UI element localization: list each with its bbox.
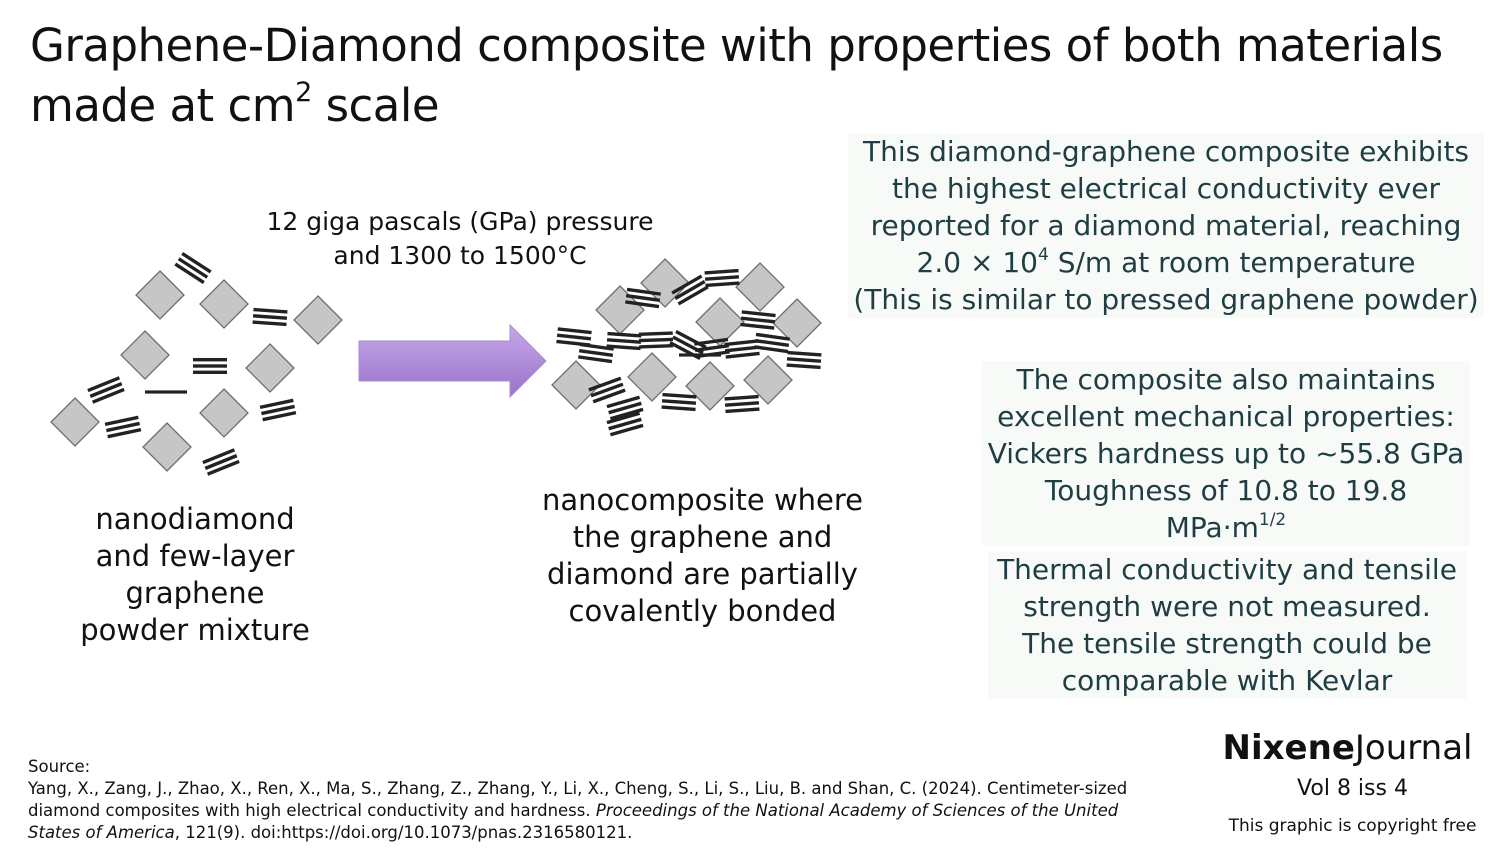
diamond-icon bbox=[199, 388, 249, 438]
conductivity-exponent: 4 bbox=[1037, 244, 1049, 265]
mid-caption-line: the graphene and bbox=[572, 520, 833, 554]
brand-regular: Journal bbox=[1354, 728, 1473, 768]
source-doi: , 121(9). doi:https://doi.org/10.1073/pn… bbox=[174, 823, 633, 842]
left-caption-line: and few-layer bbox=[95, 539, 295, 573]
diamond-icon bbox=[120, 330, 170, 380]
graphene-sheet-icon bbox=[145, 390, 187, 394]
graphene-layers-icon bbox=[252, 307, 288, 327]
left-caption-line: graphene bbox=[125, 576, 265, 610]
title-superscript: 2 bbox=[295, 77, 312, 108]
copyright-note: This graphic is copyright free bbox=[1228, 816, 1477, 836]
thermal-line: Thermal conductivity and tensile bbox=[997, 553, 1457, 586]
mechanical-info: The composite also maintains excellent m… bbox=[982, 361, 1470, 546]
conductivity-line: (This is similar to pressed graphene pow… bbox=[853, 283, 1479, 316]
graphene-layers-icon bbox=[606, 331, 642, 351]
brand-bold: Nixene bbox=[1222, 728, 1355, 768]
page-title: Graphene-Diamond composite with properti… bbox=[30, 16, 1480, 136]
toughness-prefix: Toughness of 10.8 to 19.8 MPa·m bbox=[1044, 474, 1408, 544]
thermal-info: Thermal conductivity and tensile strengt… bbox=[988, 551, 1466, 699]
graphene-layers-icon bbox=[740, 310, 776, 330]
process-conditions-line1: 12 giga pascals (GPa) pressure bbox=[266, 207, 654, 236]
mechanical-line: excellent mechanical properties: bbox=[997, 400, 1455, 433]
graphene-layers-icon bbox=[202, 448, 240, 476]
volume-issue: Vol 8 iss 4 bbox=[1297, 776, 1408, 801]
left-caption: nanodiamond and few-layer graphene powde… bbox=[60, 501, 330, 649]
toughness-line: Toughness of 10.8 to 19.8 MPa·m1/2 bbox=[982, 472, 1470, 546]
graphene-layers-icon bbox=[786, 350, 822, 370]
mid-caption: nanocomposite where the graphene and dia… bbox=[520, 482, 885, 630]
conductivity-line: the highest electrical conductivity ever bbox=[892, 172, 1440, 205]
graphene-layers-icon bbox=[724, 339, 760, 359]
diamond-icon bbox=[293, 295, 343, 345]
thermal-line: strength were not measured. bbox=[1023, 590, 1431, 623]
arrow-right-icon bbox=[358, 323, 547, 399]
source-citation: Source: Yang, X., Zang, J., Zhao, X., Re… bbox=[28, 756, 1138, 844]
mechanical-line: The composite also maintains bbox=[1016, 363, 1436, 396]
source-label: Source: bbox=[28, 757, 91, 776]
source-journal: Proceedings of the National Academy of S… bbox=[28, 801, 1119, 842]
diamond-icon bbox=[551, 360, 601, 410]
graphene-layers-icon bbox=[259, 398, 297, 422]
toughness-exponent: 1/2 bbox=[1258, 509, 1287, 530]
graphene-sheet-icon bbox=[679, 353, 721, 357]
diamond-icon bbox=[772, 298, 822, 348]
title-line2-suffix: scale bbox=[311, 79, 440, 132]
graphene-layers-icon bbox=[704, 268, 740, 288]
graphene-layers-icon bbox=[193, 358, 227, 374]
brand-logo: NixeneJournal bbox=[1210, 727, 1485, 769]
conductivity-value-line: 2.0 × 104 S/m at room temperature bbox=[848, 244, 1484, 281]
diamond-icon bbox=[142, 422, 192, 472]
graphene-layers-icon bbox=[724, 394, 760, 414]
conductivity-line: reported for a diamond material, reachin… bbox=[870, 209, 1462, 242]
graphene-layers-icon bbox=[174, 252, 212, 284]
conductivity-value-prefix: 2.0 × 10 bbox=[916, 246, 1038, 279]
diamond-icon bbox=[735, 262, 785, 312]
source-reference: Yang, X., Zang, J., Zhao, X., Ren, X., M… bbox=[28, 778, 1138, 844]
diamond-icon bbox=[245, 343, 295, 393]
graphene-layers-icon bbox=[754, 332, 790, 354]
nanocomposite-illustration bbox=[551, 258, 822, 437]
mid-caption-line: covalently bonded bbox=[568, 594, 837, 628]
graphene-layers-icon bbox=[638, 331, 674, 349]
graphene-layers-icon bbox=[87, 376, 125, 404]
thermal-line: comparable with Kevlar bbox=[1061, 664, 1393, 697]
title-line2-prefix: made at cm bbox=[30, 79, 296, 132]
graphene-layers-icon bbox=[104, 415, 142, 439]
title-line1: Graphene-Diamond composite with properti… bbox=[30, 19, 1443, 72]
graphene-layers-icon bbox=[661, 392, 697, 412]
source-authors: Yang, X., Zang, J., Zhao, X., Ren, X., M… bbox=[28, 779, 1128, 820]
mechanical-line: Vickers hardness up to ~55.8 GPa bbox=[987, 437, 1465, 470]
process-conditions: 12 giga pascals (GPa) pressure and 1300 … bbox=[250, 205, 670, 273]
diamond-icon bbox=[50, 397, 100, 447]
mid-caption-line: nanocomposite where bbox=[541, 483, 864, 517]
diamond-icon bbox=[135, 270, 185, 320]
conductivity-value-suffix: S/m at room temperature bbox=[1048, 246, 1416, 279]
thermal-line: The tensile strength could be bbox=[1022, 627, 1432, 660]
diamond-icon bbox=[199, 279, 249, 329]
diamond-icon bbox=[595, 285, 645, 335]
conductivity-info: This diamond-graphene composite exhibits… bbox=[848, 133, 1484, 318]
left-caption-line: powder mixture bbox=[80, 613, 310, 647]
left-caption-line: nanodiamond bbox=[95, 502, 295, 536]
conductivity-line: This diamond-graphene composite exhibits bbox=[862, 135, 1470, 168]
mid-caption-line: diamond are partially bbox=[547, 557, 858, 591]
process-conditions-line2: and 1300 to 1500°C bbox=[333, 241, 587, 270]
powder-mixture-illustration bbox=[50, 252, 343, 476]
